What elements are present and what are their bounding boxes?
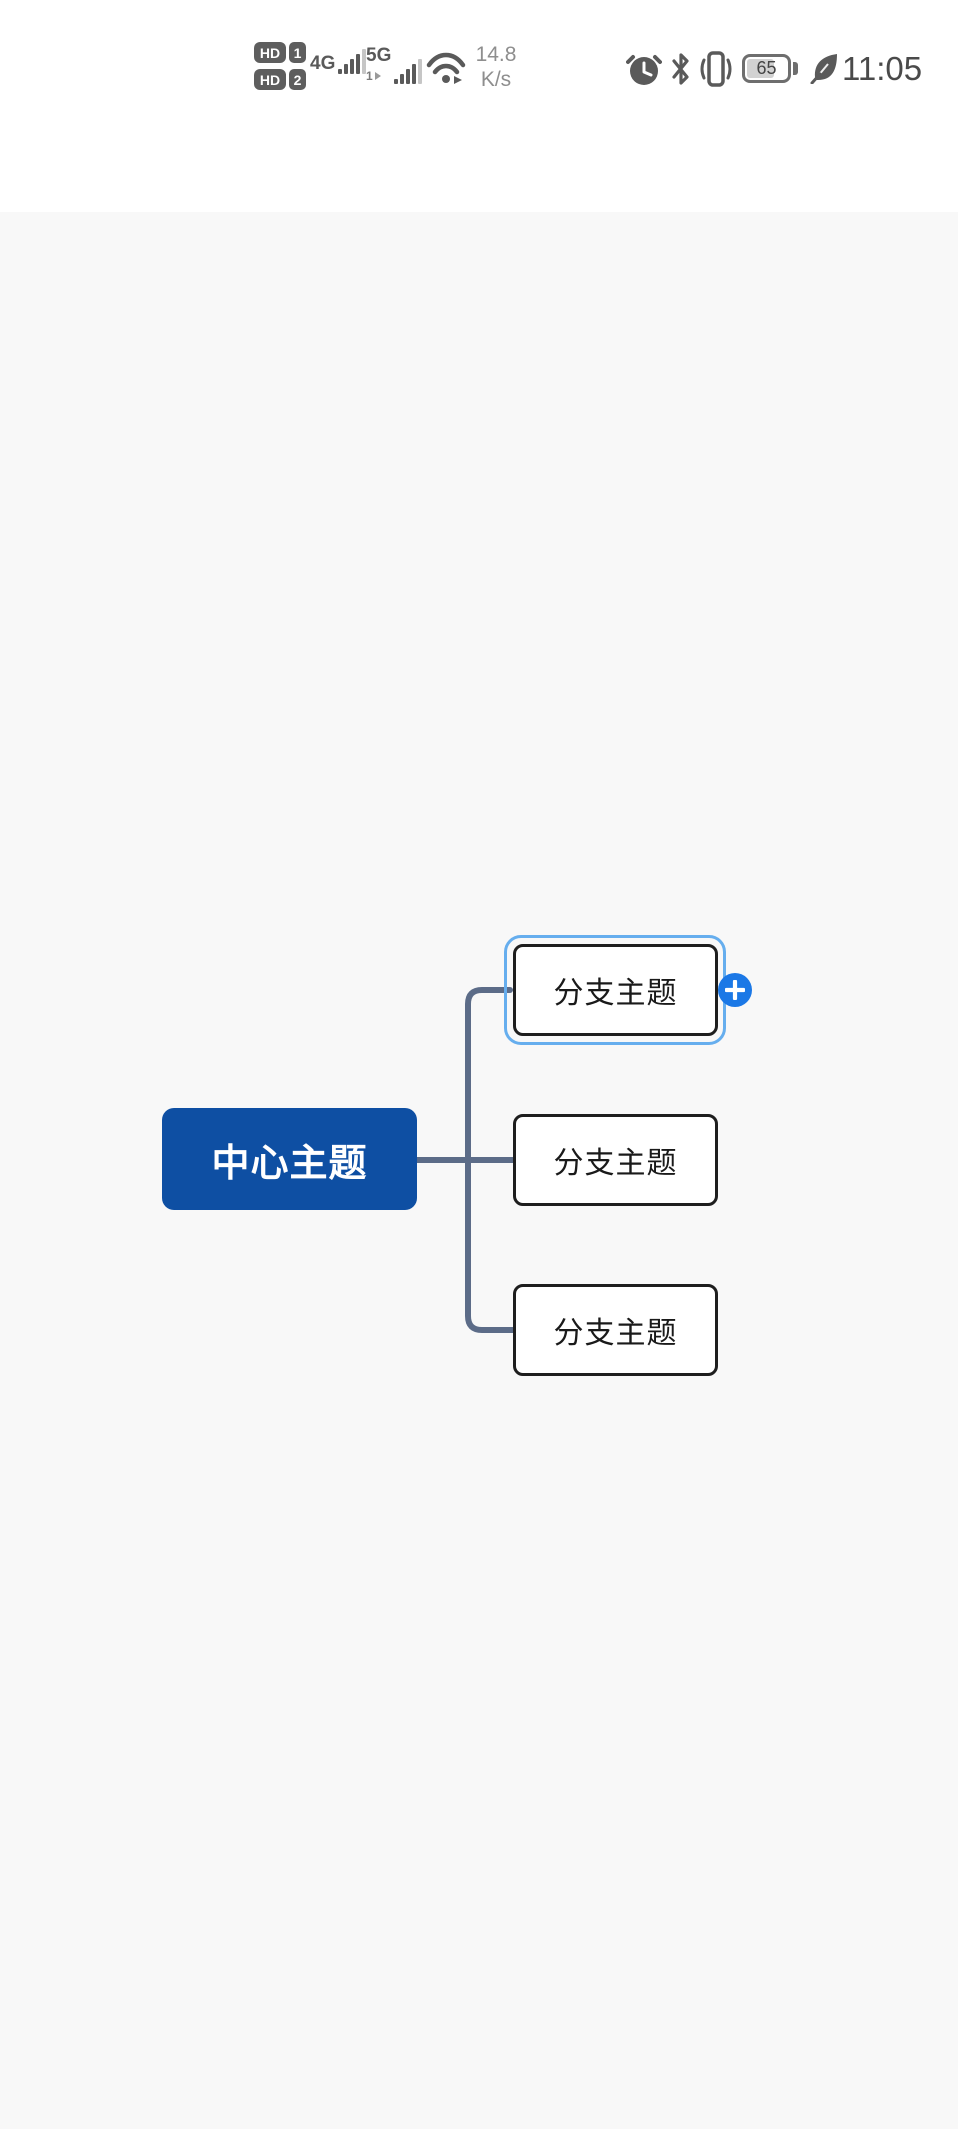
sim-hd-indicators: HD 1 HD 2 [254,42,306,90]
hd-icon: HD [254,42,286,63]
mindmap-canvas[interactable]: 中心主题 分支主题 分支主题 分支主题 [0,212,958,2129]
signal-sim2: 5G 1 [366,45,423,84]
battery-icon: 65 [742,54,791,83]
bluetooth-icon [670,50,692,93]
battery-level: 65 [756,58,777,78]
status-time: 11:05 [842,50,923,87]
sim2-hd-badge: HD 2 [254,69,306,90]
sim2-number: 2 [289,69,306,90]
vibrate-icon [698,50,734,93]
signal-bars-icon [394,58,423,84]
network-speed: 14.8 K/s [468,42,524,92]
alarm-icon [626,52,662,93]
speed-value: 14.8 [475,43,517,66]
center-topic-node[interactable]: 中心主题 [162,1108,417,1210]
branch-topic-node-2[interactable]: 分支主题 [513,1114,718,1206]
network-type-label: 5G [366,45,392,66]
signal-bars-icon [338,48,367,74]
branch-topic-node-1[interactable]: 分支主题 [513,944,718,1036]
hd-icon: HD [254,69,286,90]
speed-unit: K/s [480,68,512,91]
battery-indicator: 65 [742,54,798,83]
data-sim-indicator: 1 [366,70,382,82]
status-bar: HD 1 HD 2 4G 5G 1 [0,0,958,112]
eco-leaf-icon [810,52,840,89]
connector-lines [414,987,516,1333]
plus-icon [725,980,745,1000]
add-subtopic-button[interactable] [718,973,752,1007]
sim1-hd-badge: HD 1 [254,42,306,63]
triangle-icon [374,72,381,80]
signal-sim1: 4G [310,48,367,74]
battery-fill [747,59,774,78]
network-type-label: 4G [310,53,336,74]
sim1-number: 1 [289,42,306,63]
toolbar [0,112,958,308]
battery-nub [793,62,798,75]
branch-topic-node-3[interactable]: 分支主题 [513,1284,718,1376]
wifi-icon [426,50,470,95]
